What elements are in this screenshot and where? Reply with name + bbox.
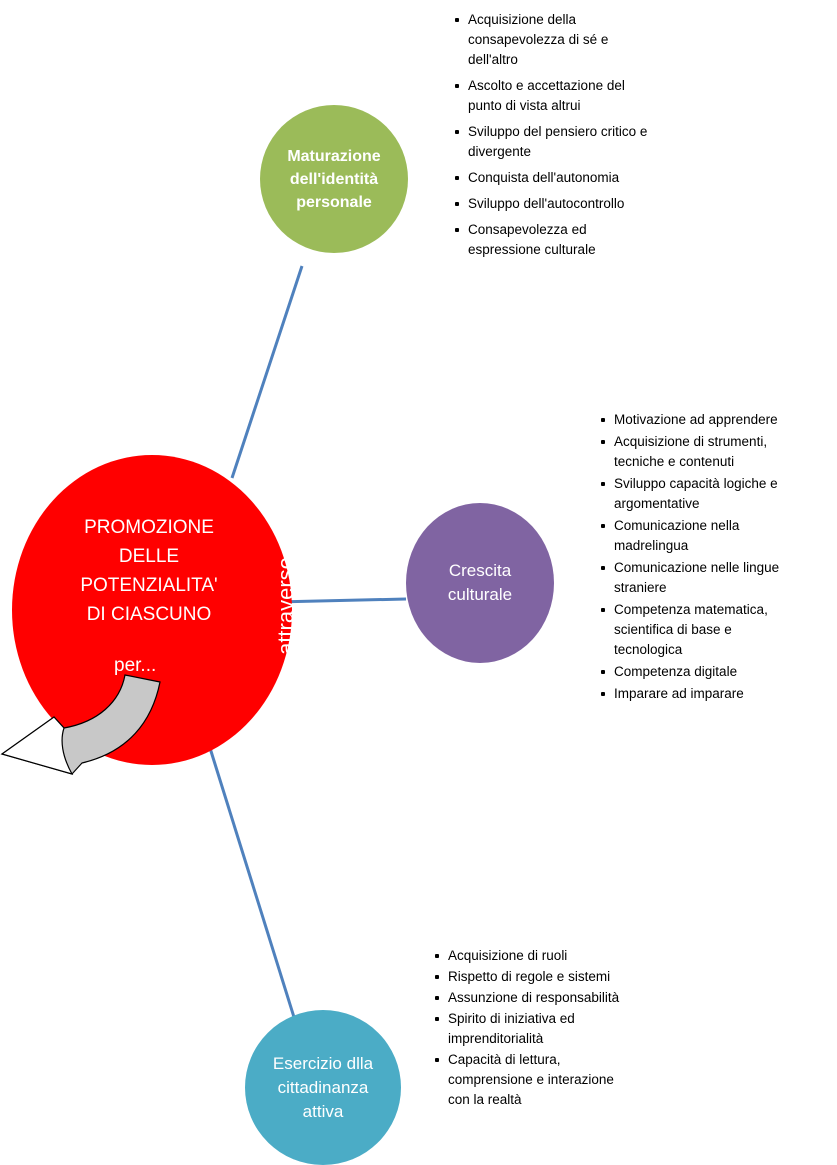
list-item: Imparare ad imparare [598, 684, 837, 704]
list-item-text: Sviluppo dell'autocontrollo [468, 196, 625, 211]
bullet-icon [601, 608, 605, 612]
list-item-text: Consapevolezza ed espressione culturale [468, 222, 596, 257]
list-item-text: Motivazione ad apprendere [614, 412, 778, 427]
list-item-text: Acquisizione di strumenti, tecniche e co… [614, 434, 768, 469]
center-per-label: per... [114, 655, 157, 676]
bullet-icon [601, 524, 605, 528]
list-item-text: Comunicazione nella madrelingua [614, 518, 740, 553]
node-citizenship: Esercizio dlla cittadinanza attiva [245, 1010, 401, 1165]
list-item: Comunicazione nella madrelingua [598, 516, 837, 556]
list-identity: Acquisizione della consapevolezza di sé … [452, 10, 712, 266]
bullet-icon [435, 996, 439, 1000]
center-title: PROMOZIONE DELLE POTENZIALITA' DI CIASCU… [80, 517, 218, 625]
list-item-text: Acquisizione di ruoli [448, 948, 568, 963]
connector-identity [230, 265, 304, 479]
bullet-icon [455, 228, 459, 232]
bullet-icon [435, 975, 439, 979]
list-item: Motivazione ad apprendere [598, 410, 837, 430]
bullet-icon [601, 440, 605, 444]
list-item-text: Comunicazione nelle lingue straniere [614, 560, 780, 595]
bullet-icon [601, 692, 605, 696]
bullet-icon [455, 202, 459, 206]
list-item-text: Imparare ad imparare [614, 686, 744, 701]
connector-citizenship [208, 747, 300, 1031]
list-item: Acquisizione della consapevolezza di sé … [452, 10, 712, 70]
list-item: Consapevolezza ed espressione culturale [452, 220, 712, 260]
bullet-icon [601, 482, 605, 486]
curved-arrow-icon [0, 674, 161, 775]
center-node: PROMOZIONE DELLE POTENZIALITA' DI CIASCU… [12, 455, 298, 765]
list-item: Sviluppo capacità logiche e argomentativ… [598, 474, 837, 514]
bullet-icon [601, 566, 605, 570]
list-item: Rispetto di regole e sistemi [432, 967, 722, 987]
list-item-text: Conquista dell'autonomia [468, 170, 620, 185]
bullet-icon [455, 18, 459, 22]
list-item-text: Acquisizione della consapevolezza di sé … [468, 12, 609, 67]
list-item: Ascolto e accettazione del punto di vist… [452, 76, 712, 116]
list-culture: Motivazione ad apprendere Acquisizione d… [598, 410, 837, 706]
list-item-text: Assunzione di responsabilità [448, 990, 620, 1005]
node-culture-label: Crescita culturale [447, 561, 513, 604]
list-item: Acquisizione di strumenti, tecniche e co… [598, 432, 837, 472]
bullet-icon [435, 1058, 439, 1062]
bullet-icon [455, 84, 459, 88]
connector-culture [275, 597, 407, 604]
node-citizenship-label: Esercizio dlla cittadinanza attiva [272, 1053, 374, 1121]
list-item-text: Ascolto e accettazione del punto di vist… [468, 78, 625, 113]
node-identity-label: Maturazione dell'identità personale [287, 147, 381, 211]
list-item-text: Competenza digitale [614, 664, 738, 679]
list-item: Capacità di lettura, comprensione e inte… [432, 1050, 722, 1110]
bullet-icon [601, 418, 605, 422]
list-item: Competenza digitale [598, 662, 837, 682]
list-item-text: Sviluppo capacità logiche e argomentativ… [614, 476, 778, 511]
bullet-icon [601, 670, 605, 674]
list-item-text: Spirito di iniziativa ed imprenditoriali… [448, 1011, 575, 1046]
list-item-text: Capacità di lettura, comprensione e inte… [448, 1052, 614, 1107]
list-item: Competenza matematica, scientifica di ba… [598, 600, 837, 660]
bullet-icon [455, 176, 459, 180]
center-through-label: attraverso [273, 557, 298, 655]
bullet-icon [435, 954, 439, 958]
list-citizenship: Acquisizione di ruoli Rispetto di regole… [432, 946, 722, 1111]
list-item-text: Sviluppo del pensiero critico e divergen… [468, 124, 648, 159]
list-item: Spirito di iniziativa ed imprenditoriali… [432, 1009, 722, 1049]
list-item: Comunicazione nelle lingue straniere [598, 558, 837, 598]
node-identity: Maturazione dell'identità personale [260, 105, 408, 253]
list-item: Sviluppo del pensiero critico e divergen… [452, 122, 712, 162]
node-culture: Crescita culturale [406, 503, 554, 663]
list-item: Acquisizione di ruoli [432, 946, 722, 966]
list-item: Sviluppo dell'autocontrollo [452, 194, 712, 214]
list-item: Conquista dell'autonomia [452, 168, 712, 188]
list-item-text: Competenza matematica, scientifica di ba… [614, 602, 768, 657]
list-item-text: Rispetto di regole e sistemi [448, 969, 611, 984]
list-item: Assunzione di responsabilità [432, 988, 722, 1008]
bullet-icon [435, 1017, 439, 1021]
bullet-icon [455, 130, 459, 134]
